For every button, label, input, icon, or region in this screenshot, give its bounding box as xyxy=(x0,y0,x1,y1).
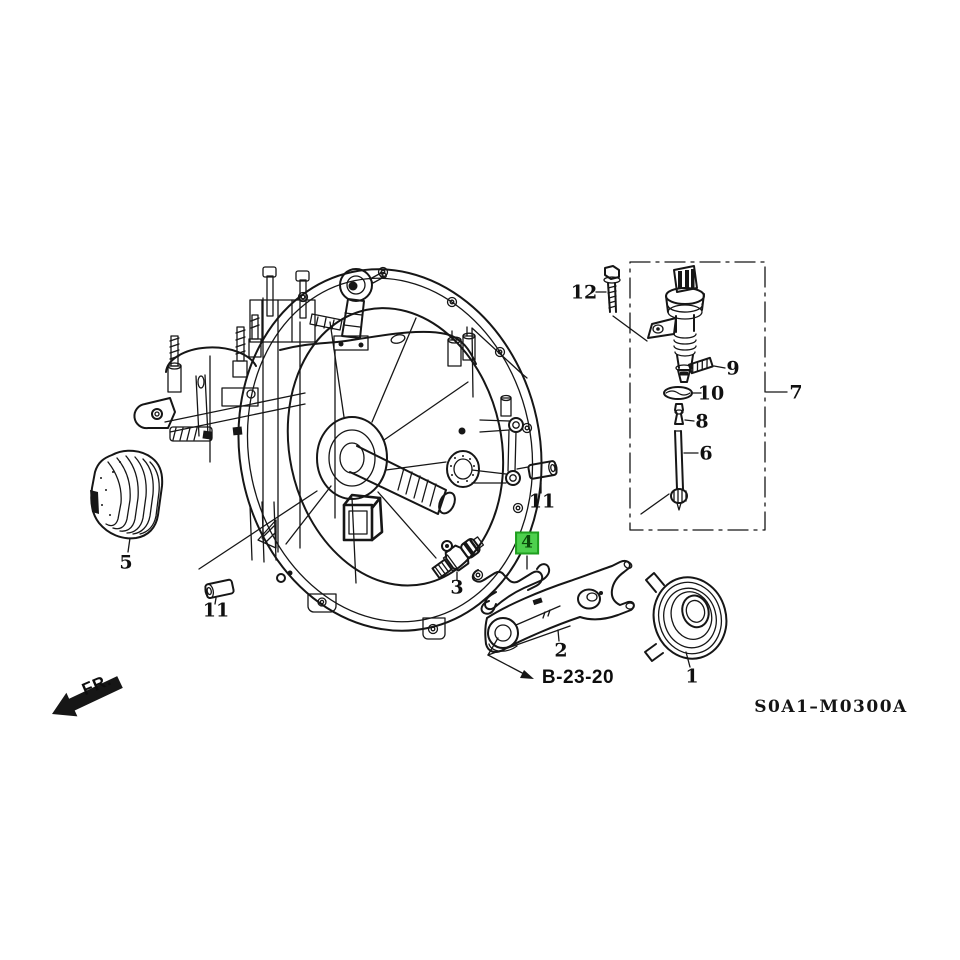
leader-11-left xyxy=(214,597,217,605)
part-label-12: 12 xyxy=(570,281,598,304)
part-label-6: 6 xyxy=(699,442,713,465)
part-label-10: 10 xyxy=(697,382,725,405)
part-label-2: 2 xyxy=(554,639,568,662)
part-label-4-highlighted: 4 xyxy=(515,531,539,555)
speed-sensor-assembly-drawing xyxy=(629,261,788,531)
part-label-8: 8 xyxy=(695,410,709,433)
part-label-11-left: 11 xyxy=(202,599,230,622)
reference-arrow xyxy=(487,625,571,679)
gear-case-end-drawing xyxy=(133,266,387,583)
part-label-3: 3 xyxy=(450,576,464,599)
dowel-pin-left-drawing xyxy=(204,578,235,599)
leader-2 xyxy=(557,629,560,642)
mount-bracket-drawing xyxy=(90,449,164,553)
leader-pin-right xyxy=(516,466,529,470)
part-label-5: 5 xyxy=(119,551,133,574)
switch-drawing xyxy=(431,536,485,580)
assembly-boundary-box xyxy=(629,261,766,531)
dowel-pin-right-drawing xyxy=(527,460,558,480)
leader-1 xyxy=(685,651,691,668)
bolt-drawing xyxy=(595,265,648,342)
reference-label: B-23-20 xyxy=(541,667,615,688)
part-label-1: 1 xyxy=(685,665,699,688)
part-label-7: 7 xyxy=(789,381,803,404)
release-spring-drawing xyxy=(471,563,551,615)
release-bearing-drawing xyxy=(644,572,728,662)
diagram-code: S0A1–M0300A xyxy=(754,697,908,717)
front-direction-arrow xyxy=(52,676,123,717)
leader-pin-left xyxy=(198,490,318,570)
part-label-9: 9 xyxy=(726,357,740,380)
clutch-housing-drawing xyxy=(237,266,543,640)
part-label-11-right: 11 xyxy=(528,490,556,513)
